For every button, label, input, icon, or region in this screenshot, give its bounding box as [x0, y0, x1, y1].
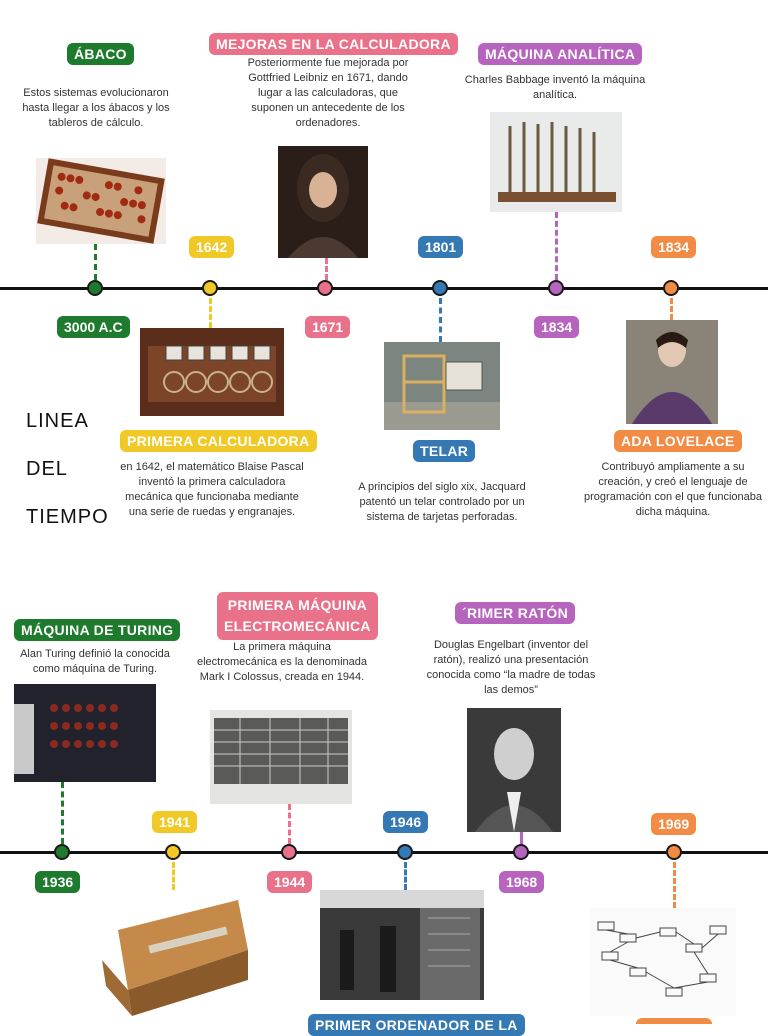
ada-lovelace-portrait [626, 320, 718, 424]
timeline-dot-1642[interactable] [202, 280, 218, 296]
turing-machine-photo [14, 684, 156, 782]
year-maquina-analitica: 1834 [534, 316, 580, 338]
timeline-dot-ada[interactable] [663, 280, 679, 296]
timeline-dot-1936[interactable] [54, 844, 70, 860]
event-desc-ada: Contribuyó ampliamente a su creación, y … [584, 461, 762, 518]
event-desc-turing: Alan Turing definió la conocida como máq… [20, 648, 170, 675]
timeline-dot-abaco[interactable] [87, 280, 103, 296]
event-desc-mejoras: Posteriormente fue mejorada por Gottfrie… [247, 57, 409, 129]
analytical-engine-photo [490, 112, 622, 212]
stem-abaco [94, 244, 97, 280]
eniac-photo [320, 890, 484, 1000]
timeline-dot-1941[interactable] [165, 844, 181, 860]
stem-1941 [172, 862, 175, 890]
event-label-telar: TELAR [413, 440, 476, 462]
year-1801: 1801 [418, 236, 464, 258]
timeline-dot-maquina-analitica[interactable] [548, 280, 564, 296]
event-label-electromecanica-line1: PRIMERA MÁQUINA [227, 597, 368, 613]
stem-maquina-analitica [555, 212, 558, 280]
timeline-dot-1969[interactable] [666, 844, 682, 860]
year-1671: 1671 [305, 316, 351, 338]
event-label-abaco: ÁBACO [67, 43, 134, 65]
event-label-turing: MÁQUINA DE TURING [14, 619, 181, 641]
engelbart-portrait [467, 708, 561, 832]
year-ada: 1834 [651, 236, 697, 258]
event-desc-electromecanica: La primera máquina electromecánica es la… [197, 641, 367, 683]
event-label-ordenador: PRIMER ORDENADOR DE LA [308, 1014, 525, 1036]
mechanical-calculator-photo [98, 890, 256, 1020]
colossus-photo [210, 710, 352, 804]
stem-1946 [404, 862, 407, 890]
event-label-primera-calculadora: PRIMERA CALCULADORA [120, 430, 317, 452]
stem-1671 [325, 258, 328, 280]
event-label-electromecanica-line2: ELECTROMECÁNICA [224, 618, 371, 634]
event-desc-maquina-analitica: Charles Babbage inventó la máquina analí… [464, 74, 646, 101]
stem-1642 [209, 298, 212, 328]
event-label-raton: ´RIMER RATÓN [455, 602, 575, 624]
year-1941: 1941 [152, 811, 198, 833]
stem-1936 [61, 782, 64, 844]
year-1946: 1946 [383, 811, 429, 833]
pascaline-photo [140, 328, 284, 416]
stem-1969 [673, 862, 676, 908]
event-label-1969-partial [636, 1018, 712, 1024]
stem-1968 [520, 832, 523, 844]
year-abaco: 3000 A.C [57, 316, 130, 338]
loom-photo [384, 342, 500, 430]
timeline-dot-1944[interactable] [281, 844, 297, 860]
arpanet-map [590, 908, 736, 1016]
stem-1944 [288, 804, 291, 844]
stem-ada [670, 298, 673, 320]
timeline-dot-1671[interactable] [317, 280, 333, 296]
timeline-axis-bottom [0, 851, 768, 854]
timeline-dot-1946[interactable] [397, 844, 413, 860]
event-label-ada: ADA LOVELACE [614, 430, 742, 452]
year-1936: 1936 [35, 871, 81, 893]
timeline-title-line3: TIEMPO [26, 506, 109, 528]
event-label-electromecanica: PRIMERA MÁQUINA ELECTROMECÁNICA [217, 592, 378, 640]
stem-1801 [439, 298, 442, 342]
timeline-title-line1: LINEA [26, 410, 89, 432]
timeline-dot-1801[interactable] [432, 280, 448, 296]
event-label-maquina-analitica: MÁQUINA ANALÍTICA [478, 43, 643, 65]
event-desc-telar: A principios del siglo xix, Jacquard pat… [358, 481, 526, 523]
timeline-dot-1968[interactable] [513, 844, 529, 860]
leibniz-portrait [278, 146, 368, 258]
event-desc-raton: Douglas Engelbart (inventor del ratón), … [426, 639, 596, 696]
abacus-photo [36, 158, 166, 244]
year-1642: 1642 [189, 236, 235, 258]
year-1944: 1944 [267, 871, 313, 893]
event-desc-abaco: Estos sistemas evolucionaron hasta llega… [22, 87, 170, 129]
timeline-title-line2: DEL [26, 458, 68, 480]
event-desc-primera-calculadora: en 1642, el matemático Blaise Pascal inv… [120, 461, 304, 518]
timeline-axis-top [0, 287, 768, 290]
event-label-mejoras: MEJORAS EN LA CALCULADORA [209, 33, 458, 55]
year-1969: 1969 [651, 813, 697, 835]
year-1968: 1968 [499, 871, 545, 893]
